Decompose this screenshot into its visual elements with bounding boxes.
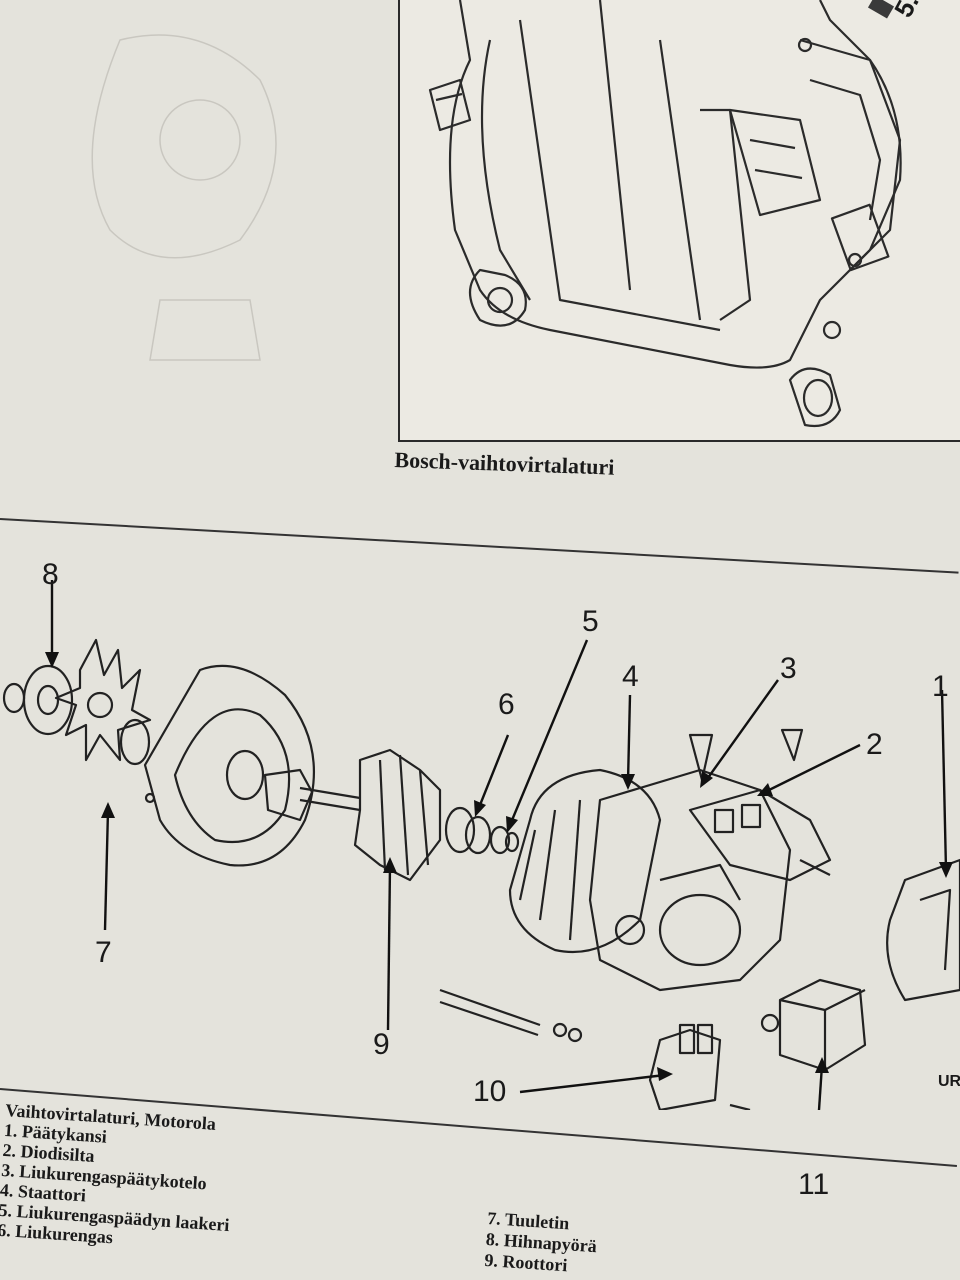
callout-10: 10 [473, 1075, 507, 1108]
bosch-alternator-figure: 3C [398, 0, 960, 442]
leader-line-5 [508, 639, 589, 826]
callout-5: 5 [582, 605, 599, 638]
figure-caption: Vaihtovirtalaturi, Motorola 1. Päätykans… [0, 1100, 237, 1255]
callout-7: 7 [95, 936, 112, 969]
leader-line-3 [704, 679, 779, 783]
leader-line-10 [519, 1073, 666, 1094]
exploded-view-drawing [2, 580, 960, 1171]
edge-text-fragment: UR [938, 1073, 960, 1090]
motorola-exploded-diagram: 8 7 9 6 5 4 3 2 1 10 [0, 520, 960, 1171]
callout-3: 3 [780, 652, 797, 685]
callout-4: 4 [622, 660, 639, 693]
bleed-through-ghost-drawing [91, 34, 277, 361]
figure-label-bosch: Bosch-vaihtovirtalaturi [394, 447, 615, 480]
leader-line-6 [476, 734, 510, 811]
leader-line-2 [764, 743, 861, 794]
fan-part-drawing [54, 638, 152, 766]
leader-line-4 [626, 694, 632, 783]
callout-1: 1 [932, 670, 949, 703]
bosch-alternator-drawing: 3C [428, 0, 902, 428]
callout-8: 8 [42, 558, 59, 591]
caption-right-column: 7. Tuuletin 8. Hihnapyörä 9. Roottori [484, 1208, 599, 1278]
callout-2: 2 [866, 728, 883, 761]
leader-line-9 [386, 864, 392, 1031]
callout-6: 6 [498, 688, 515, 721]
leader-line-1 [940, 689, 948, 871]
callout-9: 9 [373, 1028, 390, 1061]
callout-11: 11 [798, 1168, 830, 1201]
leader-line-7 [103, 809, 110, 931]
